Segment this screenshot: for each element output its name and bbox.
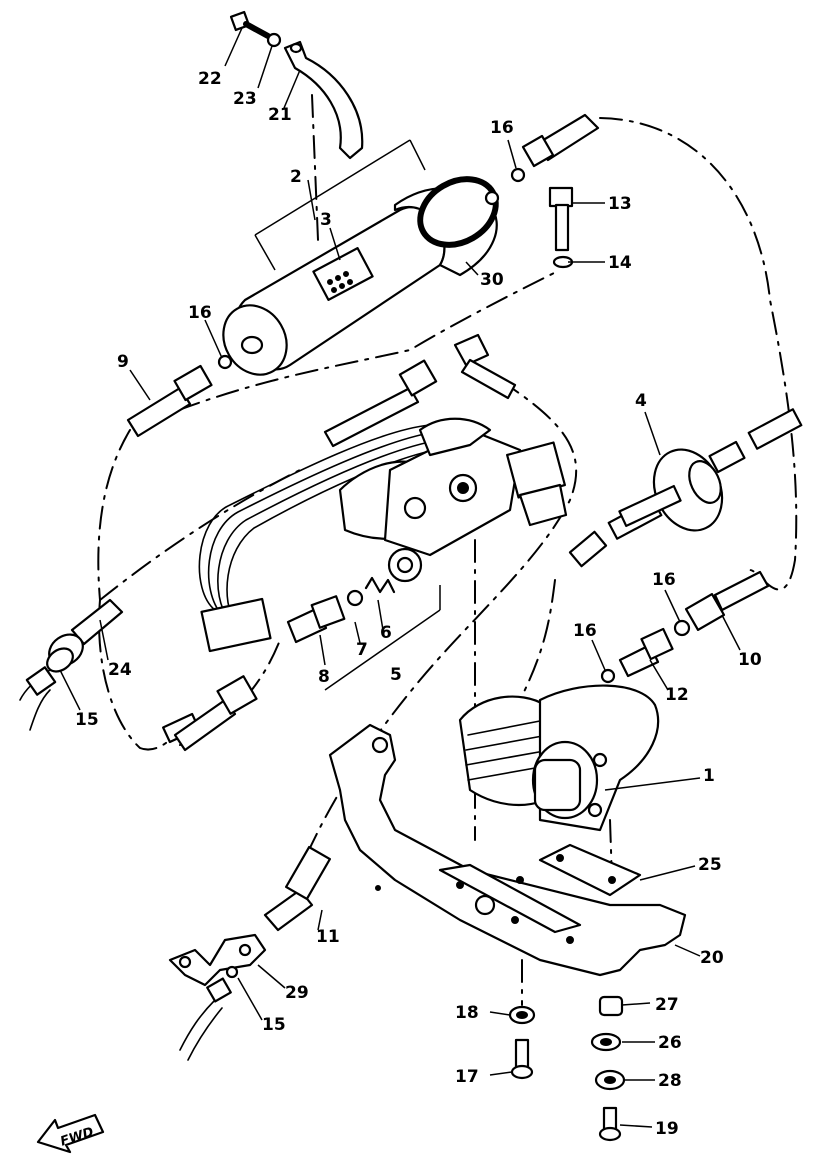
callout-16a: 16 xyxy=(490,118,514,138)
bracket-29-fitting-11 xyxy=(168,845,331,1061)
callout-15b: 15 xyxy=(262,1015,286,1035)
callout-9: 9 xyxy=(117,352,129,372)
washer-26-icon xyxy=(590,1032,622,1052)
wiring-connector xyxy=(200,597,272,653)
callout-11: 11 xyxy=(316,927,340,947)
callout-17: 17 xyxy=(455,1067,479,1087)
hose-line-left-loop xyxy=(97,429,171,751)
spring-6-icon xyxy=(364,576,396,594)
callout-2: 2 xyxy=(290,167,302,187)
callout-7: 7 xyxy=(356,640,368,660)
shim-plate-25 xyxy=(538,843,642,897)
fitting-lower-left xyxy=(173,675,258,752)
callout-6: 6 xyxy=(380,623,392,643)
callout-1: 1 xyxy=(703,766,715,786)
callout-labels: 1 2 3 4 5 6 7 8 9 10 11 12 13 14 15 15 1… xyxy=(75,69,762,1139)
callout-25: 25 xyxy=(698,855,722,875)
bolt-19-icon xyxy=(598,1106,622,1142)
pump-motor-1 xyxy=(458,684,660,832)
clamp-hole xyxy=(289,42,303,54)
callout-15a: 15 xyxy=(75,710,99,730)
mount-bracket-20 xyxy=(328,723,687,977)
clamp-band xyxy=(283,40,364,160)
callout-12: 12 xyxy=(665,685,689,705)
callout-leaders xyxy=(59,27,741,1128)
callout-16b: 16 xyxy=(188,303,212,323)
callout-10: 10 xyxy=(738,650,762,670)
accumulator-cylinder xyxy=(222,176,500,376)
callout-18: 18 xyxy=(455,1003,479,1023)
fitting-24-15 xyxy=(19,598,124,731)
bracket-plate xyxy=(328,723,687,977)
callout-21: 21 xyxy=(268,105,292,125)
fitting-top-right xyxy=(510,113,600,183)
label-dots xyxy=(327,271,353,293)
pump-cap xyxy=(533,758,582,812)
hose-line-pump-feed xyxy=(519,579,556,701)
washer-23-icon xyxy=(266,32,282,48)
callout-13: 13 xyxy=(608,194,632,214)
nut-18-icon xyxy=(508,1005,536,1025)
leader-2-bracket xyxy=(254,139,411,236)
washer-28-icon xyxy=(594,1069,626,1091)
fitting-10 xyxy=(673,570,770,637)
fwd-arrow-icon: FWD xyxy=(36,1113,105,1154)
damper-4 xyxy=(618,448,724,532)
callout-27: 27 xyxy=(655,995,679,1015)
callout-4: 4 xyxy=(635,391,647,411)
fasteners xyxy=(508,995,626,1142)
cylinder-nipple xyxy=(484,190,500,206)
wiring-harness xyxy=(198,424,446,626)
callout-22: 22 xyxy=(198,69,222,89)
callout-3: 3 xyxy=(320,210,332,230)
callout-5: 5 xyxy=(390,665,402,685)
hose-connector-upper xyxy=(323,333,517,448)
callout-16d: 16 xyxy=(573,621,597,641)
o-ring-7-icon xyxy=(346,589,364,607)
callout-23: 23 xyxy=(233,89,257,109)
leader-2-bracket-b xyxy=(254,234,276,271)
fitting-9 xyxy=(126,354,233,438)
valve-block xyxy=(198,417,568,653)
callout-14: 14 xyxy=(608,253,632,273)
callout-20: 20 xyxy=(700,948,724,968)
fitting-8-icon xyxy=(286,595,346,644)
clamp-assembly xyxy=(229,10,364,160)
valve-parts-5-8 xyxy=(286,576,441,691)
callout-29: 29 xyxy=(285,983,309,1003)
callout-26: 26 xyxy=(658,1033,682,1053)
leader-2-bracket-c xyxy=(409,139,426,171)
valve-top xyxy=(418,417,492,457)
valve-port-mid xyxy=(403,496,427,520)
hose-line-upper-mid xyxy=(139,269,561,426)
bracket-slot xyxy=(438,863,582,934)
collar-27-icon xyxy=(598,995,624,1017)
callout-28: 28 xyxy=(658,1071,682,1091)
callout-30: 30 xyxy=(480,270,504,290)
cylinder-end-hole xyxy=(240,335,264,355)
hose-line-clamp-vertical xyxy=(311,94,319,241)
callout-8: 8 xyxy=(318,667,330,687)
fitting-12 xyxy=(600,627,674,684)
callout-16c: 16 xyxy=(652,570,676,590)
callout-24: 24 xyxy=(108,660,132,680)
bolt-22-icon xyxy=(229,10,271,39)
bolt-13-icon xyxy=(548,186,574,252)
bolt-17-icon xyxy=(510,1038,534,1080)
callout-19: 19 xyxy=(655,1119,679,1139)
